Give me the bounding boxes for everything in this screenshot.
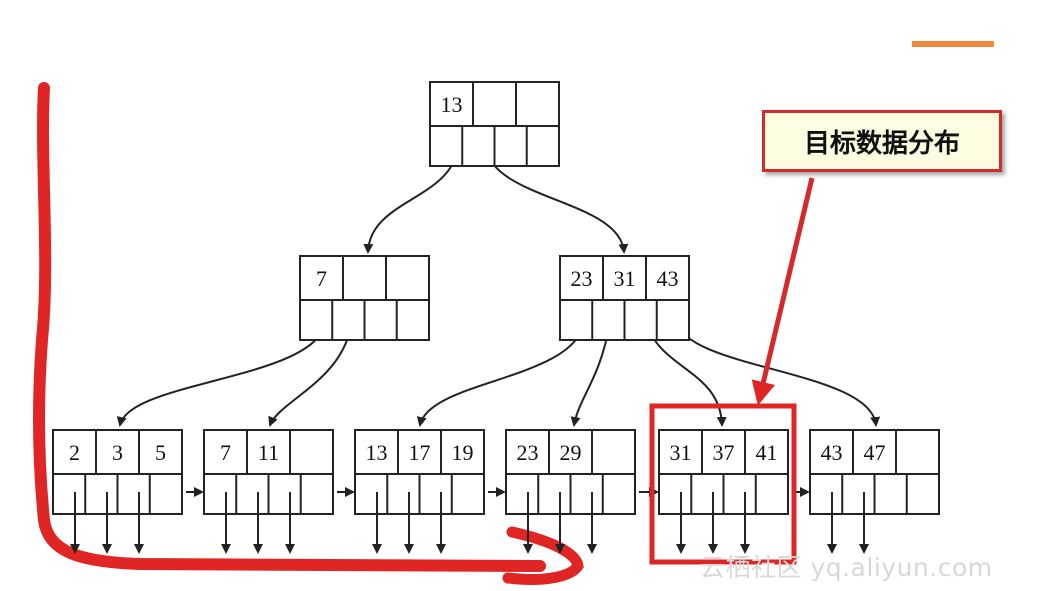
accent-bar [912,41,994,47]
scan-path-stroke [32,82,546,572]
leaf-node-3: 13 17 19 [354,429,485,515]
node-key: 31 [614,266,636,291]
node-key: 7 [220,440,231,465]
scan-path-curl [502,526,584,585]
node-key: 11 [258,440,279,465]
edge-int1-leaf1 [116,319,327,427]
node-key: 41 [756,440,778,465]
node-key: 13 [366,440,388,465]
internal-node-1: 7 [299,255,430,341]
node-key: 7 [316,266,327,291]
node-key: 37 [713,440,735,465]
node-key: 13 [441,92,463,117]
target-data-callout: 目标数据分布 [762,110,1002,172]
leaf-node-1: 2 3 5 [52,429,183,515]
internal-node-2: 23 31 43 [559,255,690,341]
node-key: 5 [155,440,166,465]
root-node: 13 [429,81,560,167]
callout-pointer [751,177,815,406]
leaf-node-4: 23 29 [505,429,636,515]
node-key: 47 [864,440,886,465]
node-key: 2 [69,440,80,465]
node-key: 43 [657,266,679,291]
leaf-node-5: 31 37 41 [658,429,789,515]
node-key: 31 [670,440,692,465]
node-key: 43 [821,440,843,465]
node-key: 19 [452,440,474,465]
leaf-node-6: 43 47 [809,429,940,515]
node-key: 17 [409,440,431,465]
edge-int2-leaf3 [416,321,585,427]
node-key: 23 [571,266,593,291]
node-key: 29 [560,440,582,465]
leaf-node-2: 7 11 [203,429,334,515]
target-leaf-highlight [649,403,797,565]
node-key: 3 [112,440,123,465]
node-key: 23 [517,440,539,465]
site-watermark: 云栖社区 yq.aliyun.com [700,553,993,582]
